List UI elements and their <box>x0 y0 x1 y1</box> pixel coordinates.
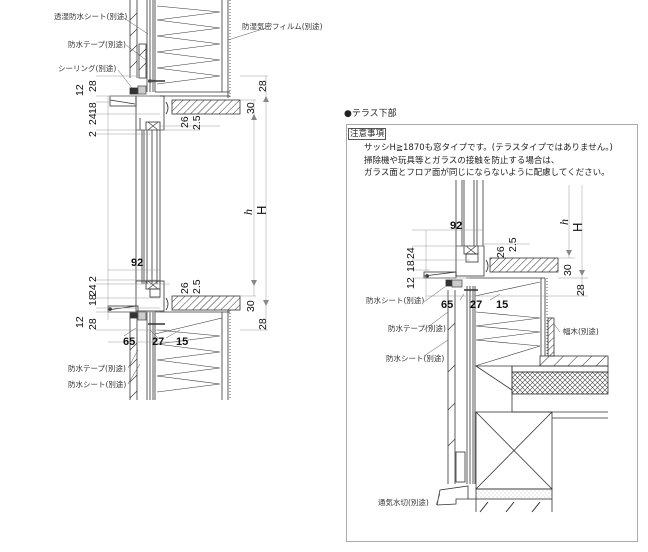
label-vent-flashing: 通気水切(別途) <box>378 497 429 507</box>
note-heading: 注意事項 <box>348 128 387 140</box>
dim-28: 28 <box>87 80 99 92</box>
dim-28: 28 <box>575 284 587 296</box>
left-dims-bottom: 92 2 24 18 12 28 26 2.5 30 28 65 27 15 <box>74 257 269 348</box>
dim-26: 26 <box>495 246 507 258</box>
note-box <box>346 124 638 542</box>
dim-2-5: 2.5 <box>191 115 203 130</box>
sill-frame <box>107 280 241 325</box>
label-breathable-sheet: 透湿防水シート(別途) <box>54 11 127 21</box>
dim-30: 30 <box>562 264 574 276</box>
note-line-2: 掃除機や玩具等とガラスの接触を防止する場合は、 <box>364 156 560 166</box>
section-title-terrace-bottom: ●テラス下部 <box>344 109 397 119</box>
right-dims: 92 24 18 12 26 2.5 30 28 65 27 15 <box>405 220 587 311</box>
label-waterproof-tape-bottom: 防水テープ(別途) <box>68 363 126 373</box>
dim-2: 2 <box>87 131 99 137</box>
dim-26: 26 <box>179 282 191 294</box>
dim-12: 12 <box>74 84 86 96</box>
label-waterproof-sheet: 防水シート(別途) <box>386 353 444 363</box>
dim-H-right: H <box>570 223 585 232</box>
dim-H-left: H <box>254 206 269 215</box>
upper-wall <box>129 0 231 98</box>
dim-65: 65 <box>441 299 453 311</box>
dim-18: 18 <box>87 294 99 306</box>
dim-2: 2 <box>87 276 99 282</box>
head-frame <box>109 95 241 131</box>
label-waterproof-sheet-top: 防水シート(別途) <box>366 295 424 305</box>
dim-24: 24 <box>87 113 99 125</box>
right-arrows <box>566 250 585 276</box>
left-leaders <box>117 17 267 385</box>
dim-15: 15 <box>496 299 508 311</box>
dim-65: 65 <box>123 336 135 348</box>
note-line-1: サッシH≧1870も窓タイプです。(テラスタイプではありません。) <box>364 143 613 153</box>
dim-28-right: 28 <box>257 80 269 92</box>
dim-27: 27 <box>152 336 164 348</box>
note-line-3: ガラス面とフロア面が同じにならないように配慮してください。 <box>364 168 610 178</box>
dim-12: 12 <box>405 277 417 289</box>
dim-28-right: 28 <box>257 318 269 330</box>
dim-h-right: h <box>557 219 571 225</box>
right-dimension-lines <box>412 185 588 300</box>
dim-30: 30 <box>245 300 257 312</box>
glazing <box>135 130 161 284</box>
label-waterproof-tape-top: 防水テープ(別途) <box>68 39 126 49</box>
dim-18: 18 <box>87 102 99 114</box>
dim-92: 92 <box>131 257 143 269</box>
dim-2-5: 2.5 <box>507 237 519 252</box>
dim-15: 15 <box>176 336 188 348</box>
dim-92: 92 <box>450 220 462 232</box>
label-waterproof-tape: 防水テープ(別途) <box>388 323 446 333</box>
dim-h-left: h <box>241 209 255 215</box>
label-waterproof-sheet-bottom: 防水シート(別途) <box>68 379 126 389</box>
lower-wall <box>129 310 231 400</box>
dim-24: 24 <box>405 247 417 259</box>
dim-12: 12 <box>74 316 86 328</box>
label-sealing: シーリング(別途) <box>58 63 116 73</box>
left-dims-top: 12 28 18 24 2 26 2.5 30 28 <box>74 80 269 137</box>
label-vapor-film: 防湿気密フィルム(別途) <box>242 21 323 31</box>
dim-28: 28 <box>87 318 99 330</box>
dim-2-5: 2.5 <box>191 279 203 294</box>
dim-26: 26 <box>179 116 191 128</box>
dim-27: 27 <box>470 299 482 311</box>
right-leaders <box>423 285 561 506</box>
dim-24: 24 <box>87 284 99 296</box>
right-section-drawing <box>423 180 609 513</box>
dim-18: 18 <box>405 260 417 272</box>
left-arrows <box>251 96 269 306</box>
dim-30: 30 <box>245 102 257 114</box>
label-baseboard: 幅木(別途) <box>563 326 599 336</box>
